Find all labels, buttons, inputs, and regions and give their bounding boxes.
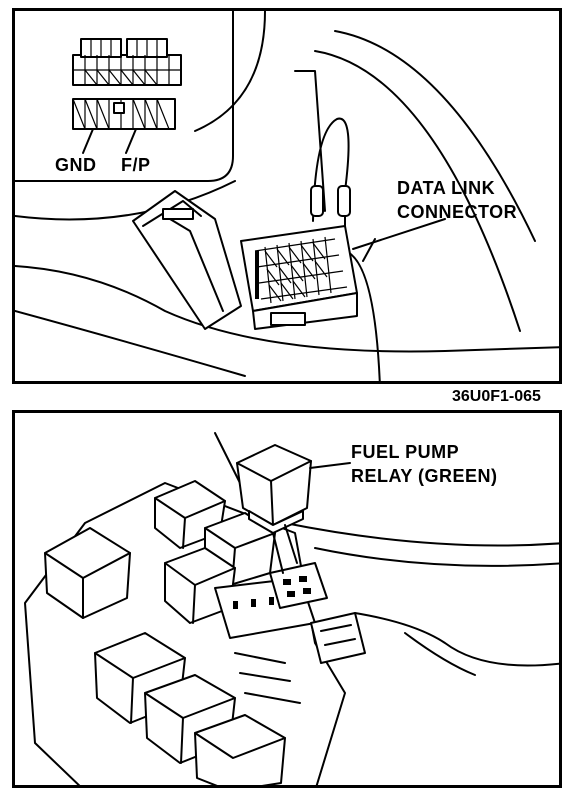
relay-install-guide	[272, 524, 298, 574]
relay-label-line1: FUEL PUMP	[351, 442, 460, 462]
body-contour	[404, 632, 476, 676]
relay-socket	[269, 562, 328, 609]
body-contour	[15, 180, 236, 221]
relay-block	[44, 480, 366, 785]
body-contour	[194, 11, 266, 132]
fuel-pump-relay-illustration	[24, 432, 559, 785]
data-link-connector-panel: GND F/P DATA LINK CONNECTOR	[12, 8, 562, 384]
body-contour	[344, 250, 381, 381]
connector-leader-line	[352, 218, 446, 250]
fuel-pump-relay	[236, 444, 312, 574]
fp-pin-label: F/P	[121, 155, 151, 175]
connector-cover	[132, 190, 242, 330]
body-contour	[354, 612, 559, 667]
body-contour	[15, 265, 559, 353]
connector-label-line2: CONNECTOR	[397, 202, 518, 222]
figure-code: 36U0F1-065	[452, 388, 541, 405]
connector-label-line1: DATA LINK	[397, 178, 496, 198]
relay-label-line2: RELAY (GREEN)	[351, 466, 498, 486]
data-link-connector-illustration	[15, 11, 559, 381]
body-contour	[314, 50, 521, 332]
connector-leader-line	[362, 238, 376, 262]
relay-leader-line	[309, 462, 351, 469]
body-contour	[284, 522, 559, 547]
body-contour	[15, 310, 246, 377]
body-contour	[294, 70, 326, 212]
gnd-pin-label: GND	[55, 155, 97, 175]
inset-border	[15, 11, 234, 182]
connector-pin-diagram	[72, 38, 182, 154]
body-contour	[314, 547, 559, 567]
data-link-connector	[240, 225, 358, 330]
fuel-pump-relay-panel: FUEL PUMP RELAY (GREEN)	[12, 410, 562, 788]
body-contour	[334, 30, 536, 242]
service-jumper-wire	[312, 117, 350, 230]
